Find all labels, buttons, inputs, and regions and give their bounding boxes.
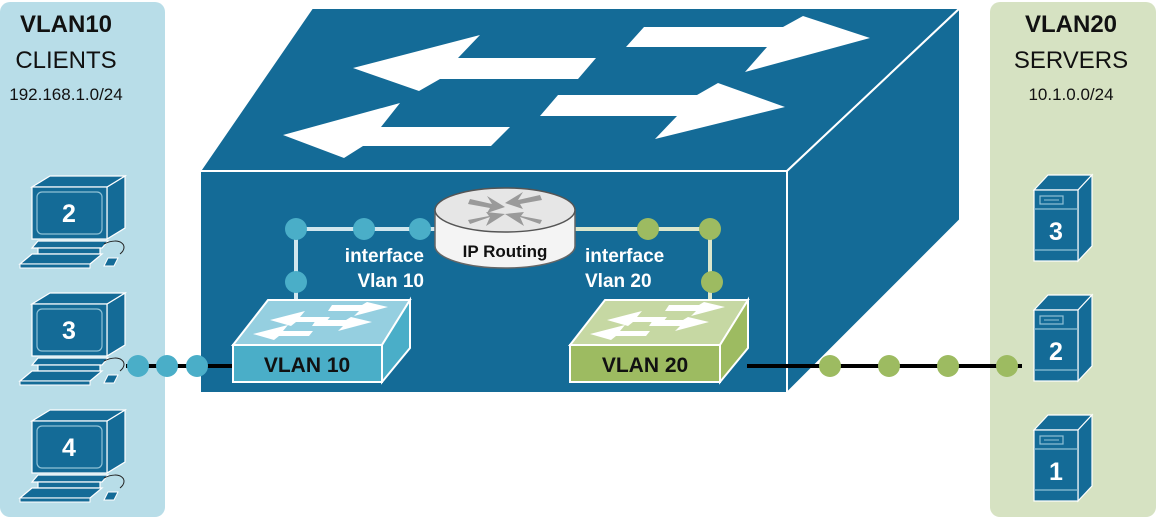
vlan20-switch-label: VLAN 20: [602, 354, 688, 377]
link-node: [701, 271, 723, 293]
link-node: [353, 218, 375, 240]
server[interactable]: 1: [1032, 413, 1094, 503]
client-pc[interactable]: 2: [18, 174, 128, 269]
mouse-icon: [103, 374, 119, 384]
client-pc[interactable]: 3: [18, 291, 128, 386]
link-node: [996, 355, 1018, 377]
router-top: [434, 187, 576, 233]
link-node: [127, 355, 149, 377]
vlan20-trunk-link: [747, 355, 1022, 377]
link-node: [937, 355, 959, 377]
server-front: [1033, 429, 1079, 502]
vlan20-panel-subtitle: SERVERS: [1014, 47, 1128, 74]
mouse-icon: [103, 491, 119, 501]
arrow-right-icon: [540, 83, 785, 139]
server-number: 1: [1049, 458, 1063, 486]
server-front: [1033, 189, 1079, 262]
interface-vlan20-label-line2: Vlan 20: [585, 271, 652, 292]
router-arrows-icon: [468, 192, 542, 226]
server[interactable]: 2: [1032, 293, 1094, 383]
drive-bay-icon: [1039, 435, 1064, 445]
vlan10-switch-arrows-icon: [253, 302, 388, 340]
internal-links: [285, 218, 723, 300]
drive-bay-icon: [1039, 195, 1064, 205]
vlan10-panel-title: VLAN10: [20, 11, 112, 38]
server[interactable]: 3: [1032, 173, 1094, 263]
arrow-left-icon: [353, 35, 596, 91]
keyboard-icon: [18, 370, 104, 382]
interface-vlan10-label-line1: interface: [345, 246, 424, 267]
vlan10-switch-label: VLAN 10: [264, 354, 350, 377]
interface-vlan20-label-line1: interface: [585, 246, 664, 267]
ip-routing-router: IP Routing: [434, 187, 576, 269]
interface-vlan10-label-line2: Vlan 10: [357, 271, 424, 292]
link-node: [819, 355, 841, 377]
monitor-icon: [31, 186, 108, 240]
client-number: 4: [62, 434, 76, 462]
vlan20-switch: VLAN 20: [567, 296, 750, 385]
link-node: [409, 218, 431, 240]
keyboard-icon: [18, 253, 104, 265]
link-node: [186, 355, 208, 377]
link-node: [699, 218, 721, 240]
arrow-left-icon: [283, 103, 510, 158]
vlan10-panel-network: 192.168.1.0/24: [9, 85, 122, 104]
link-node: [156, 355, 178, 377]
server-front: [1033, 309, 1079, 382]
link-node: [637, 218, 659, 240]
client-number: 3: [62, 317, 76, 345]
mouse-icon: [103, 257, 119, 267]
router-label: IP Routing: [463, 242, 548, 261]
server-number: 3: [1049, 218, 1063, 246]
monitor-icon: [31, 420, 108, 474]
monitor-icon: [31, 303, 108, 357]
layer3-switch: IP Routing interface Vlan 10 interface V…: [198, 5, 963, 396]
switch-arrows-icon: [283, 16, 870, 158]
drive-bay-icon: [1039, 315, 1064, 325]
vlan20-panel-title: VLAN20: [1025, 11, 1117, 38]
arrow-right-icon: [626, 16, 870, 72]
link-node: [285, 218, 307, 240]
vlan20-panel-network: 10.1.0.0/24: [1028, 85, 1113, 104]
link-node: [285, 271, 307, 293]
link-node: [878, 355, 900, 377]
server-side: [1077, 413, 1093, 503]
server-side: [1077, 293, 1093, 383]
vlan10-trunk-link: [126, 355, 232, 377]
keyboard-icon: [18, 487, 104, 499]
client-pc[interactable]: 4: [18, 408, 128, 503]
server-number: 2: [1049, 338, 1063, 366]
client-number: 2: [62, 200, 76, 228]
vlan10-switch: VLAN 10: [230, 296, 412, 385]
server-side: [1077, 173, 1093, 263]
vlan20-switch-arrows-icon: [590, 302, 725, 340]
vlan10-panel-subtitle: CLIENTS: [15, 47, 116, 74]
